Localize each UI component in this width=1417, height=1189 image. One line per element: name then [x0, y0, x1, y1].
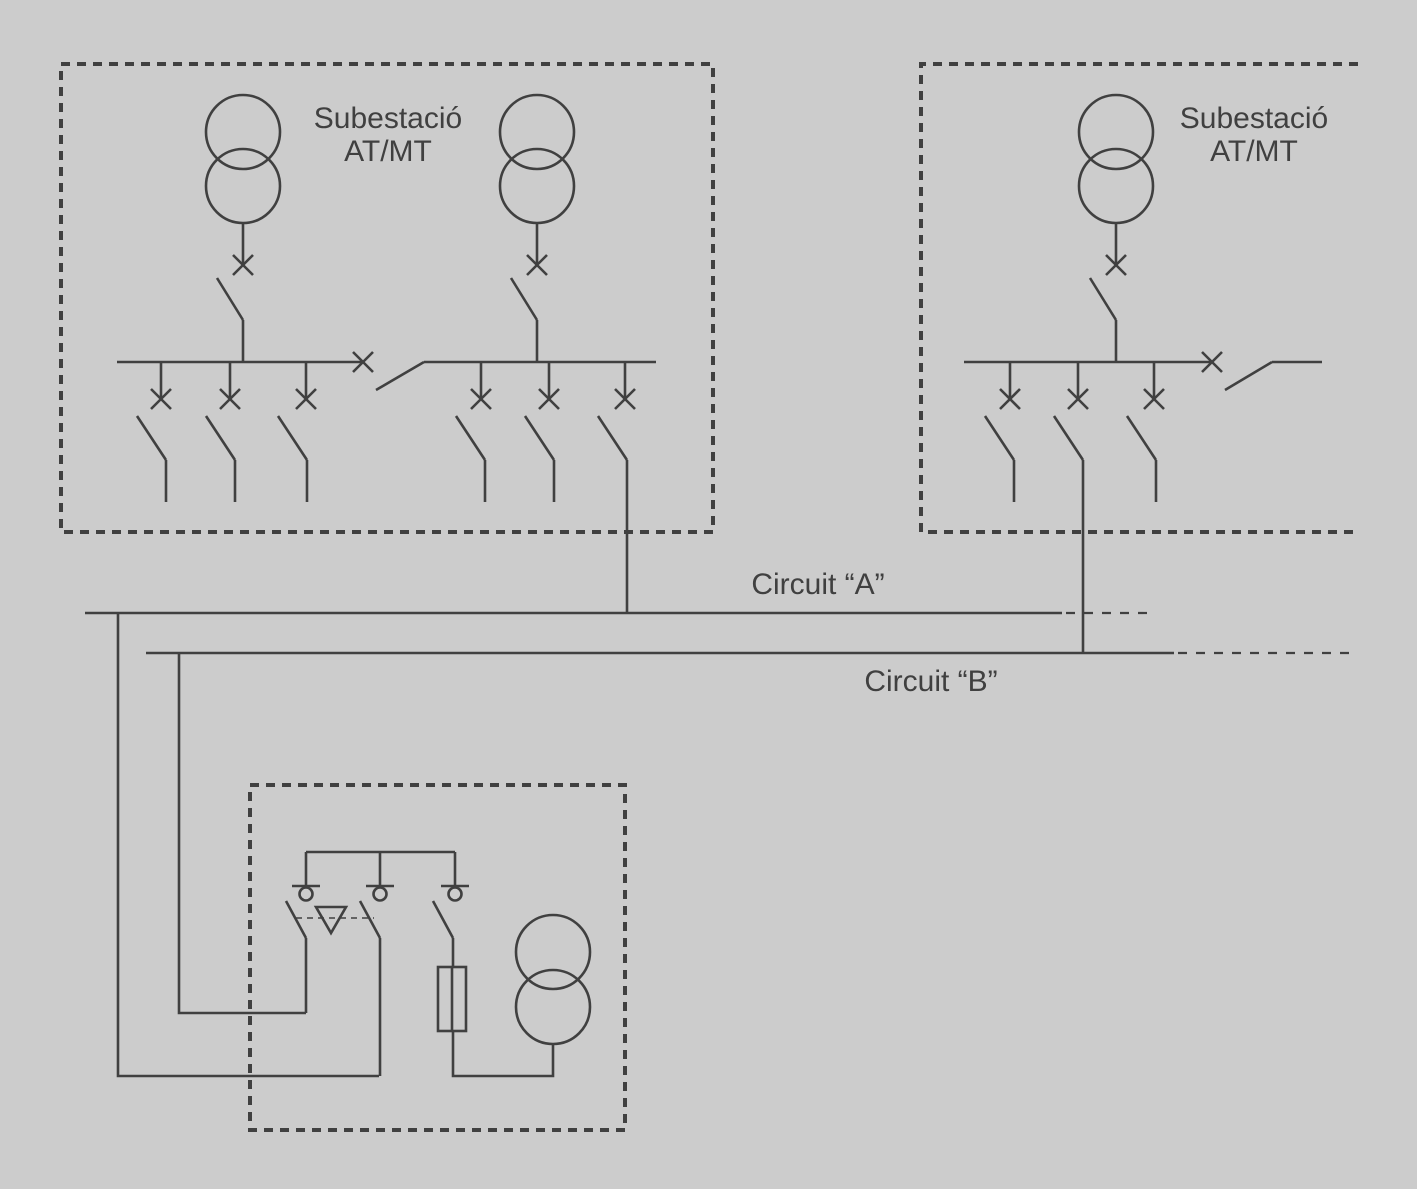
transformer-connection — [451, 1031, 555, 1078]
outgoing-feeder — [135, 362, 172, 502]
interlock-icon — [313, 905, 349, 936]
left-substation-boundary — [59, 62, 715, 534]
circuit-a-drop — [116, 613, 379, 1078]
right-substation-boundary — [919, 62, 1358, 534]
circuit-breaker-icon — [526, 254, 548, 276]
transformer-icon — [498, 93, 576, 225]
transformer-icon — [514, 913, 592, 1046]
left-substation-label-line2: AT/MT — [344, 135, 432, 168]
circuit-b-label: Circuit “B” — [864, 665, 997, 698]
circuit-breaker-icon — [352, 351, 374, 373]
outgoing-feeder — [276, 362, 317, 502]
transformer-icon — [204, 93, 282, 225]
circuit-breaker-icon — [232, 254, 254, 276]
outgoing-feeder-circuit-b — [1052, 362, 1089, 653]
switch-icon — [215, 277, 245, 362]
transformer-icon — [1077, 93, 1155, 225]
outgoing-feeder — [1125, 362, 1165, 502]
switch-icon — [1088, 277, 1118, 362]
earth-switch-icon — [441, 852, 469, 902]
switch-icon — [284, 900, 308, 1013]
secondary-substation-boundary — [248, 783, 627, 1132]
switch-icon — [358, 900, 382, 1076]
right-substation-label-line1: Subestació — [1180, 102, 1328, 135]
earth-switch-icon — [366, 852, 394, 902]
outgoing-feeder — [983, 362, 1021, 502]
fuse-icon — [436, 965, 468, 1033]
switch-icon — [509, 277, 539, 362]
circuit-a-label: Circuit “A” — [751, 568, 884, 601]
switch-icon — [1224, 360, 1322, 392]
outgoing-feeder — [204, 362, 241, 502]
circuit-breaker-icon — [1201, 351, 1223, 373]
right-substation-label-line2: AT/MT — [1210, 135, 1298, 168]
outgoing-feeder — [454, 362, 492, 502]
outgoing-feeder-circuit-a — [596, 362, 636, 613]
switch-icon — [431, 900, 455, 967]
circuit-b-drop — [177, 653, 306, 1015]
earth-switch-icon — [292, 852, 320, 902]
left-substation-label-line1: Subestació — [314, 102, 462, 135]
outgoing-feeder — [523, 362, 560, 502]
switch-icon — [375, 360, 425, 392]
circuit-breaker-icon — [1105, 254, 1127, 276]
